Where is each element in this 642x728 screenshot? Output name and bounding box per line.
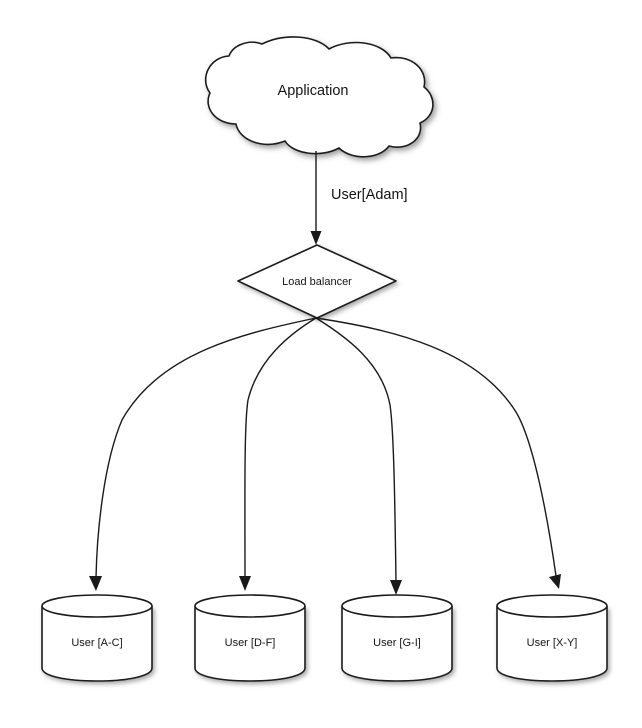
edge-application-to-balancer: User[Adam] <box>310 151 408 245</box>
edge-balancer-to-db-gi-arrowhead <box>390 580 402 595</box>
node-database-user-xy-label: User [X-Y] <box>527 637 578 649</box>
edge-balancer-to-db-xy <box>315 317 561 589</box>
edge-balancer-to-db-xy-line <box>315 317 557 577</box>
node-application-label: Application <box>278 83 349 99</box>
node-database-user-ac-top <box>41 594 153 618</box>
node-database-user-gi-label: User [G-I] <box>373 637 421 649</box>
node-database-user-ac-label: User [A-C] <box>71 637 122 649</box>
edge-balancer-to-db-ac <box>89 317 317 591</box>
node-database-user-gi-body <box>341 606 453 682</box>
node-database-user-ac[interactable]: User [A-C] <box>41 594 153 682</box>
edge-application-to-balancer-arrowhead <box>310 231 322 245</box>
node-load-balancer-label: Load balancer <box>282 276 352 288</box>
node-database-user-xy-body <box>496 606 608 682</box>
edge-balancer-to-db-gi-line <box>315 317 397 583</box>
node-database-user-ac-body <box>41 606 153 682</box>
edge-balancer-to-db-df-line <box>244 317 317 579</box>
node-database-user-xy[interactable]: User [X-Y] <box>496 594 608 682</box>
edge-application-to-balancer-label: User[Adam] <box>331 187 408 203</box>
node-database-user-df-label: User [D-F] <box>225 637 276 649</box>
edge-balancer-to-db-ac-line <box>95 317 317 579</box>
edge-balancer-to-db-df <box>239 317 317 591</box>
node-database-user-df[interactable]: User [D-F] <box>194 594 306 682</box>
node-load-balancer-diamond[interactable]: Load balancer <box>237 244 397 319</box>
node-database-user-xy-top <box>496 594 608 618</box>
edge-balancer-to-db-df-arrowhead <box>239 576 251 591</box>
edge-balancer-to-db-ac-arrowhead <box>89 576 102 591</box>
node-database-user-df-top <box>194 594 306 618</box>
node-application-cloud[interactable]: Application <box>204 36 434 158</box>
edge-balancer-to-db-xy-arrowhead <box>549 574 561 589</box>
edge-balancer-to-db-gi <box>315 317 402 595</box>
node-database-user-gi-top <box>341 594 453 618</box>
node-database-user-df-body <box>194 606 306 682</box>
node-database-user-gi[interactable]: User [G-I] <box>341 594 453 682</box>
